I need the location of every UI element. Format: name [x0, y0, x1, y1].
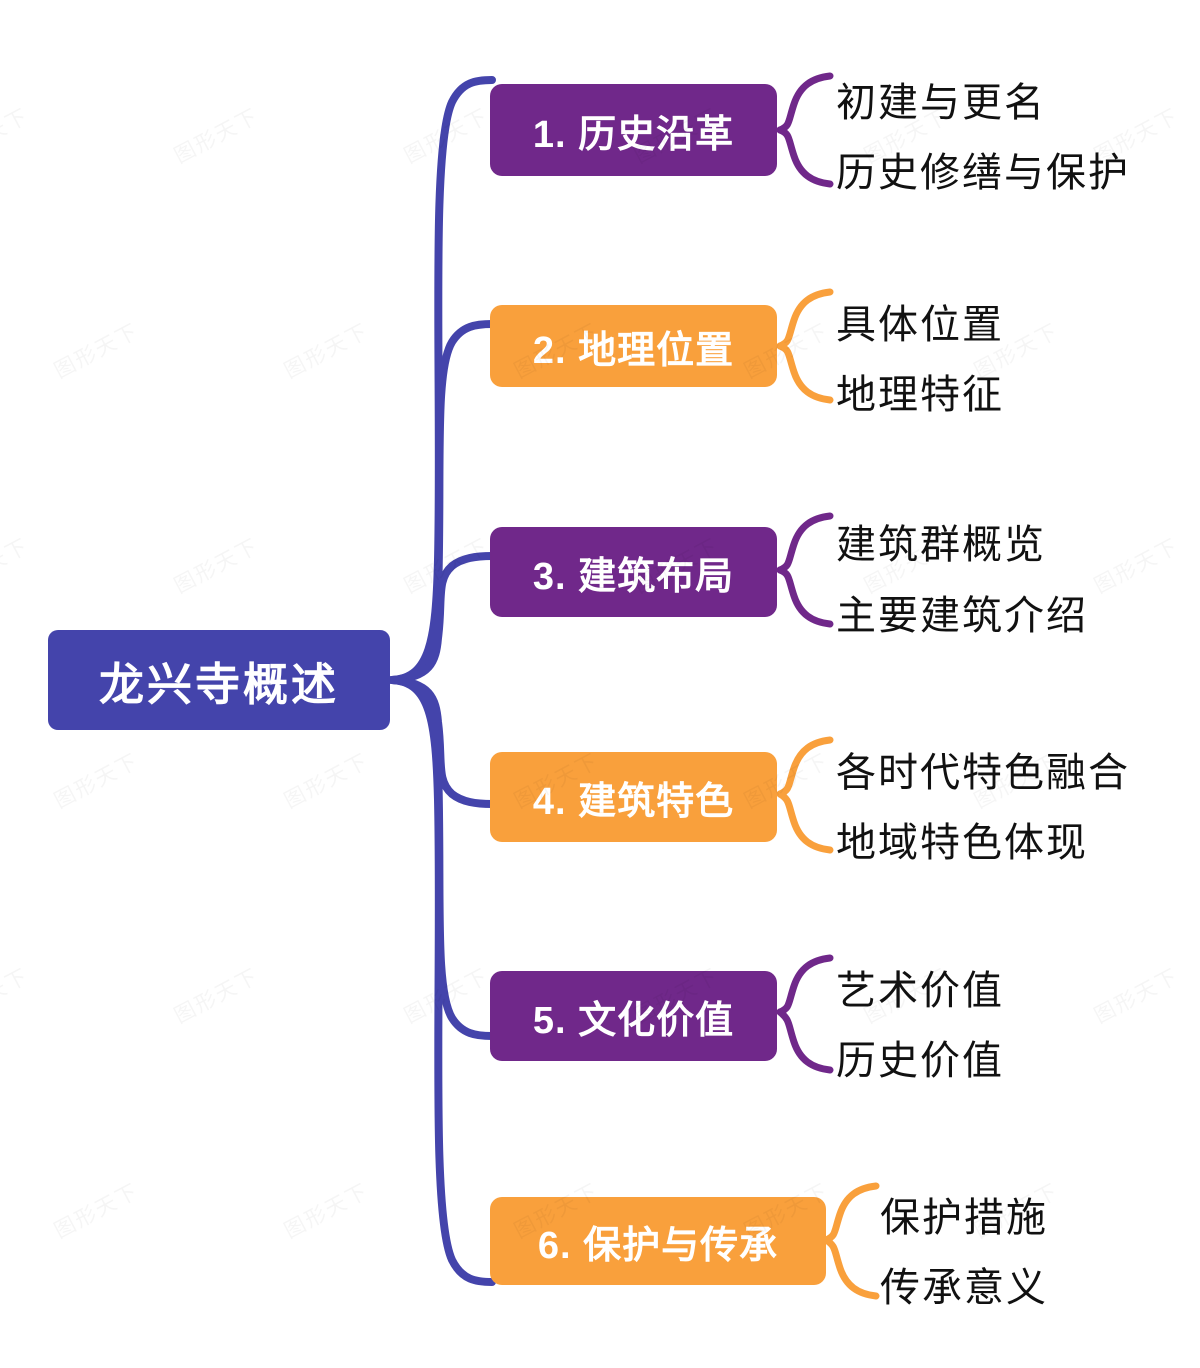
bracket-branch-4-bottom — [776, 790, 834, 854]
bracket-branch-5-bottom — [776, 1008, 834, 1074]
branch-4-node[interactable]: 4. 建筑特色 — [490, 752, 777, 842]
branch-3-leaf-1[interactable]: 建筑群概览 — [836, 522, 1046, 567]
branch-2-label: 2. 地理位置 — [532, 329, 735, 372]
branch-4-leaf-2[interactable]: 地域特色体现 — [836, 820, 1088, 865]
branch-6-leaf-2[interactable]: 传承意义 — [880, 1265, 1048, 1310]
bracket-branch-6-top — [822, 1182, 880, 1244]
branch-3-node[interactable]: 3. 建筑布局 — [490, 527, 777, 617]
branch-4-label: 4. 建筑特色 — [532, 780, 735, 823]
branch-1-node[interactable]: 1. 历史沿革 — [490, 84, 777, 176]
branch-1-leaf-2[interactable]: 历史修缮与保护 — [836, 150, 1130, 195]
bracket-branch-3-bottom — [776, 566, 834, 628]
bracket-branch-2-top — [776, 288, 834, 350]
branch-5-leaf-2[interactable]: 历史价值 — [836, 1038, 1004, 1083]
branch-6-leaf-1[interactable]: 保护措施 — [880, 1195, 1048, 1240]
root-node-label: 龙兴寺概述 — [98, 658, 339, 710]
bracket-branch-2-bottom — [776, 342, 834, 404]
bracket-branch-1-bottom — [776, 126, 834, 188]
branch-6-label: 6. 保护与传承 — [537, 1224, 779, 1267]
branch-6-node[interactable]: 6. 保护与传承 — [490, 1197, 826, 1285]
connector-root-to-branch-3 — [388, 552, 496, 684]
bracket-branch-3-top — [776, 512, 834, 574]
branch-1-label: 1. 历史沿革 — [532, 113, 735, 156]
connector-root-to-branch-2 — [388, 320, 496, 684]
root-node[interactable]: 龙兴寺概述 — [48, 630, 390, 730]
branch-3-label: 3. 建筑布局 — [532, 555, 735, 598]
branch-3-leaf-2[interactable]: 主要建筑介绍 — [836, 593, 1088, 638]
connector-root-to-branch-6 — [388, 676, 496, 1286]
branch-4-leaf-1[interactable]: 各时代特色融合 — [836, 750, 1130, 795]
branch-2-node[interactable]: 2. 地理位置 — [490, 305, 777, 387]
branch-5-node[interactable]: 5. 文化价值 — [490, 971, 777, 1061]
bracket-branch-6-bottom — [822, 1236, 880, 1300]
branch-5-leaf-1[interactable]: 艺术价值 — [836, 968, 1004, 1013]
bracket-branch-4-top — [776, 736, 834, 798]
bracket-branch-5-top — [776, 954, 834, 1016]
branch-2-leaf-1[interactable]: 具体位置 — [836, 302, 1004, 347]
bracket-branch-1-top — [776, 72, 834, 134]
branch-2-leaf-2[interactable]: 地理特征 — [836, 372, 1004, 417]
branch-5-label: 5. 文化价值 — [532, 999, 735, 1042]
branch-1-leaf-1[interactable]: 初建与更名 — [836, 80, 1046, 125]
